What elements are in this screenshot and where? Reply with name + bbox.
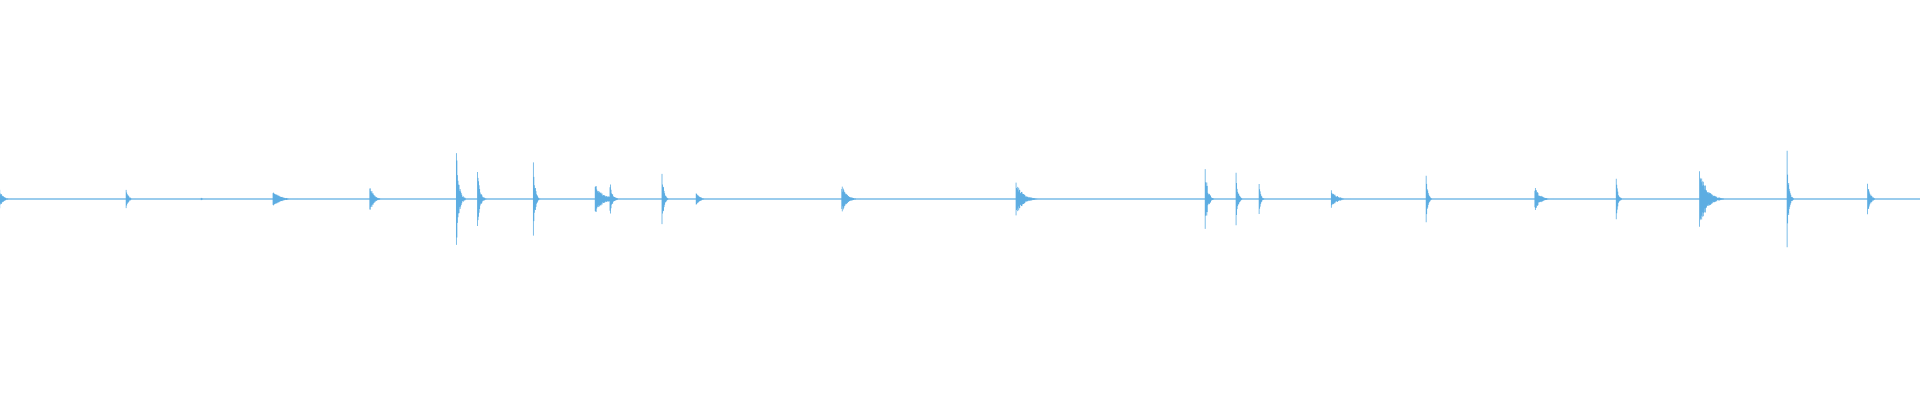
waveform-peak [1786,150,1794,248]
waveform-peak [1699,171,1725,227]
waveform-peak [200,197,208,201]
waveform-peak [609,184,620,214]
waveform-peaks [0,150,1878,248]
waveform-peak [695,193,709,205]
waveform-peak [369,188,383,210]
waveform-peak [841,186,861,212]
waveform-peak [1015,182,1042,216]
waveform-peak [532,162,541,236]
waveform-peak [1258,184,1266,214]
waveform-peak [1425,175,1433,223]
waveform-peak [1330,190,1351,208]
waveform-peak [1204,169,1215,229]
waveform-peak [455,153,466,245]
waveform-peak [0,189,12,209]
waveform-peak [1867,183,1878,215]
waveform-peak [272,192,298,206]
waveform-peak [125,189,136,209]
waveform-peak [1235,172,1243,226]
waveform-peak [477,172,488,226]
waveform-peak [661,173,669,225]
waveform-peak [1615,178,1624,220]
waveform-peak [1534,187,1554,211]
